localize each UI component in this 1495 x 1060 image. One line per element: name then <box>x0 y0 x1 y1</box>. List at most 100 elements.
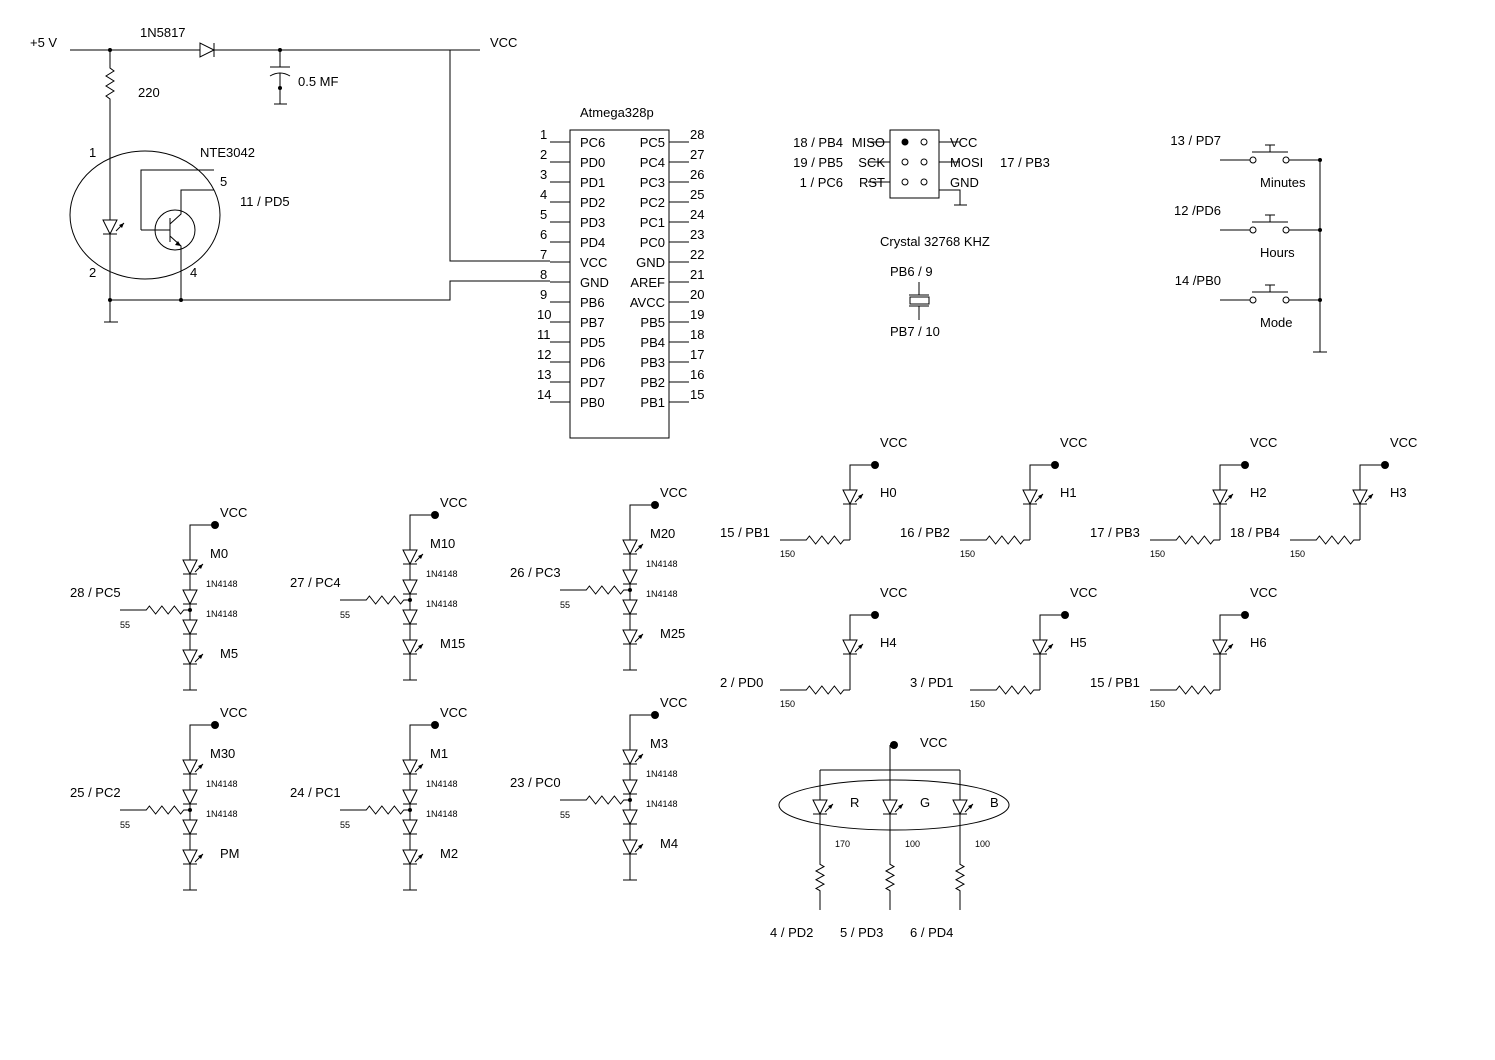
resistor-label: 150 <box>780 549 795 559</box>
led-bottom <box>622 839 644 856</box>
rgb-resistor-label: 100 <box>905 839 920 849</box>
rgb-resistor <box>954 860 966 895</box>
minute-net-label: 25 / PC2 <box>70 785 121 800</box>
led-bottom <box>182 849 204 866</box>
mcu-pin-number: 23 <box>690 227 704 242</box>
mcu-pin-name: PC5 <box>640 135 665 150</box>
mcu-pin-name: PC6 <box>580 135 605 150</box>
hour-led-symbol <box>1352 489 1374 506</box>
rgb-net-label: 5 / PD3 <box>840 925 883 940</box>
resistor-150 <box>990 685 1040 695</box>
mcu-pin-number: 13 <box>537 367 551 382</box>
opto-pin2: 2 <box>89 265 96 280</box>
diode-label: 1N4148 <box>426 809 458 819</box>
mcu-atmega328p: Atmega328p 1PC62PD03PD14PD25PD36PD47VCC8… <box>537 105 704 439</box>
mcu-pin-name: PD6 <box>580 355 605 370</box>
mcu-pin-name: PD2 <box>580 195 605 210</box>
hour-led-symbol <box>1022 489 1044 506</box>
led-bottom <box>402 639 424 656</box>
mcu-pin-name: PD4 <box>580 235 605 250</box>
resistor-150 <box>800 535 850 545</box>
button-label: Hours <box>1260 245 1295 260</box>
resistor-150 <box>980 535 1030 545</box>
hour-led-symbol <box>842 489 864 506</box>
isp-signal: SCK <box>858 155 885 170</box>
rgb-led-die <box>952 799 974 816</box>
power-supply: +5 V 1N5817 VCC 0.5 MF 220 <box>30 25 550 262</box>
mcu-pin-name: PC1 <box>640 215 665 230</box>
crystal: Crystal 32768 KHZ PB6 / 9 PB7 / 10 <box>880 234 990 339</box>
resistor-label: 55 <box>120 820 130 830</box>
diode-label: 1N4148 <box>206 809 238 819</box>
hour-led-symbol <box>1032 639 1054 656</box>
opto-net-label: 11 / PD5 <box>240 194 290 209</box>
isp-signal: RST <box>859 175 885 190</box>
opto-pin4: 4 <box>190 265 197 280</box>
mcu-pin-number: 28 <box>690 127 704 142</box>
opto-pin5: 5 <box>220 174 227 189</box>
mcu-pin-number: 17 <box>690 347 704 362</box>
resistor-label: 150 <box>1150 549 1165 559</box>
rgb-led-die <box>882 799 904 816</box>
mcu-pin-number: 26 <box>690 167 704 182</box>
mcu-pin-number: 12 <box>537 347 551 362</box>
minute-led-top-label: M0 <box>210 546 228 561</box>
mcu-pin-name: PD7 <box>580 375 605 390</box>
mcu-pin-name: AREF <box>630 275 665 290</box>
mcu-pin-name: PD1 <box>580 175 605 190</box>
isp-signal: GND <box>950 175 979 190</box>
minute-led-bottom-label: M2 <box>440 846 458 861</box>
resistor-label: 55 <box>560 600 570 610</box>
resistor-55 <box>580 585 630 595</box>
diode-label: 1N4148 <box>426 779 458 789</box>
hour-vcc-label: VCC <box>1250 585 1277 600</box>
hour-net-label: 16 / PB2 <box>900 525 950 540</box>
diode-label: 1N4148 <box>646 769 678 779</box>
button-label: Mode <box>1260 315 1293 330</box>
mcu-pin-number: 20 <box>690 287 704 302</box>
diode-1n4148 <box>402 789 418 806</box>
mcu-pin-number: 25 <box>690 187 704 202</box>
mcu-pin-name: PD3 <box>580 215 605 230</box>
hour-vcc-label: VCC <box>1250 435 1277 450</box>
mcu-pin-name: PC0 <box>640 235 665 250</box>
mcu-pin-number: 14 <box>537 387 551 402</box>
diode-label: 1N4148 <box>426 599 458 609</box>
mcu-pin-number: 10 <box>537 307 551 322</box>
minute-led-top-label: M30 <box>210 746 235 761</box>
hour-led-symbol <box>1212 639 1234 656</box>
hour-vcc-label: VCC <box>880 435 907 450</box>
mcu-pin-number: 3 <box>540 167 547 182</box>
mcu-pin-name: PB3 <box>640 355 665 370</box>
isp-net: 18 / PB4 <box>793 135 843 150</box>
button-net: 14 /PB0 <box>1175 273 1221 288</box>
isp-signal: MISO <box>852 135 885 150</box>
minute-net-label: 24 / PC1 <box>290 785 341 800</box>
mcu-pin-name: PD0 <box>580 155 605 170</box>
hour-vcc-label: VCC <box>880 585 907 600</box>
diode-1n4148 <box>402 609 418 626</box>
isp-signal: VCC <box>950 135 977 150</box>
mcu-pin-number: 4 <box>540 187 547 202</box>
resistor-label: 55 <box>340 820 350 830</box>
minute-net-label: 28 / PC5 <box>70 585 121 600</box>
isp-net: 19 / PB5 <box>793 155 843 170</box>
diode-label: 1N4148 <box>646 559 678 569</box>
diode-1n4148 <box>182 819 198 836</box>
